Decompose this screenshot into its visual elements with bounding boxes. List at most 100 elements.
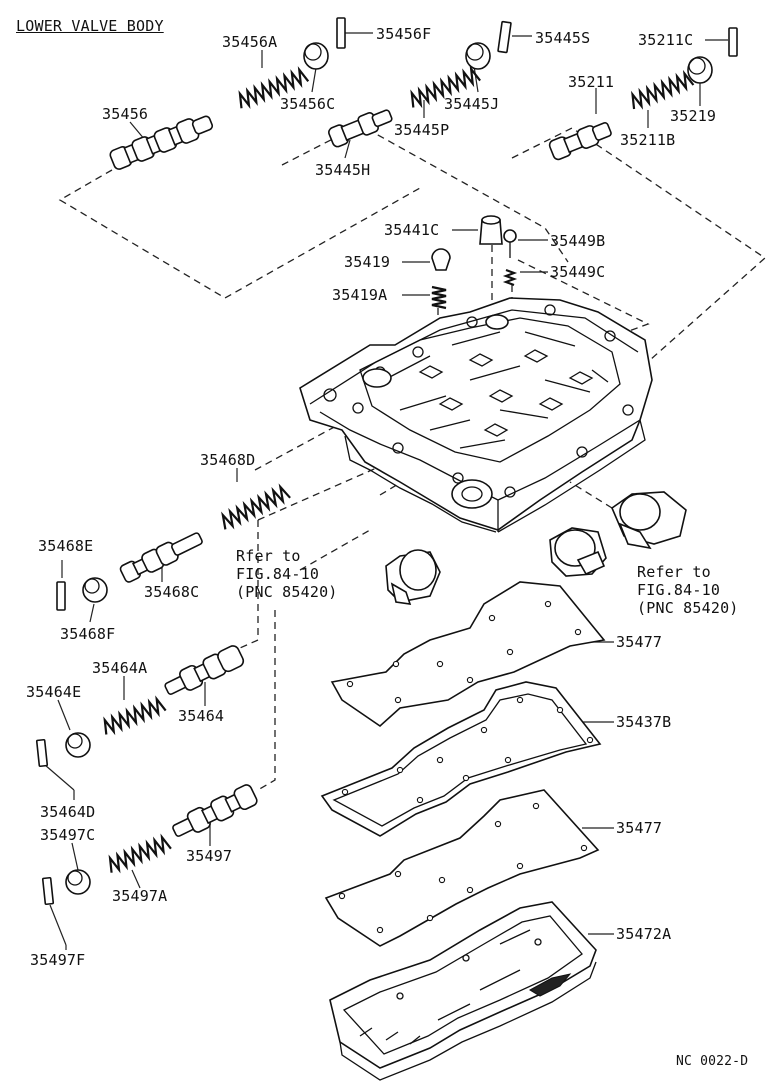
part-label-35468F: 35468F	[60, 625, 116, 643]
gasket-bolt-hole	[544, 600, 552, 608]
spring-35445P	[410, 65, 481, 109]
valve-35456	[109, 115, 214, 170]
gasket-bolt-hole	[394, 870, 402, 878]
solenoid-left	[385, 549, 441, 605]
valve-body-casting	[299, 297, 653, 533]
part-label-35456A: 35456A	[222, 33, 278, 51]
valve-35464	[164, 645, 245, 695]
spring-35497A	[108, 833, 172, 874]
spring-35468D	[221, 483, 291, 530]
gasket-bolt-hole	[516, 696, 524, 704]
gasket-bolt-hole	[494, 820, 502, 828]
part-label-35211B: 35211B	[620, 131, 676, 149]
gasket-bolt-hole	[426, 914, 434, 922]
pin-35445S	[497, 20, 512, 54]
gasket-bolt-hole	[480, 726, 488, 734]
part-label-35445J: 35445J	[444, 95, 500, 113]
part-label-35468C: 35468C	[144, 583, 200, 601]
solenoid-right	[611, 491, 687, 550]
valve-35211	[548, 122, 612, 161]
plug-35456C	[303, 42, 329, 70]
gasket-bolt-hole	[394, 696, 402, 704]
plate-35437B	[320, 681, 602, 837]
gasket-bolt-hole	[556, 706, 564, 714]
plug-35219	[687, 56, 713, 84]
part-label-35477-upper: 35477	[616, 633, 663, 651]
part-label-35468E: 35468E	[38, 537, 94, 555]
gasket-bolt-hole	[466, 886, 474, 894]
refer-right-line-1: Refer to	[637, 563, 711, 581]
part-label-35497: 35497	[186, 847, 233, 865]
valve-35445H	[328, 109, 393, 148]
top-parts	[109, 17, 738, 310]
gasket-bolt-hole	[392, 660, 400, 668]
part-label-35437B: 35437B	[616, 713, 672, 731]
part-label-35497A: 35497A	[112, 887, 168, 905]
spring-35464A	[103, 695, 167, 736]
part-label-35468D: 35468D	[200, 451, 256, 469]
part-label-35445P: 35445P	[394, 121, 450, 139]
part-label-35419: 35419	[344, 253, 391, 271]
pin-35468E	[56, 581, 66, 611]
part-label-35449C: 35449C	[550, 263, 606, 281]
gasket-bolt-hole	[438, 876, 446, 884]
gasket-bolt-hole	[574, 628, 582, 636]
part-label-35419A: 35419A	[332, 286, 388, 304]
leader-lines	[44, 32, 728, 950]
part-label-35464A: 35464A	[92, 659, 148, 677]
gasket-bolt-hole	[346, 680, 354, 688]
gasket-35477-upper	[330, 581, 606, 728]
part-label-35472A: 35472A	[616, 925, 672, 943]
gasket-bolt-hole	[416, 796, 424, 804]
cover-35472A	[329, 901, 597, 1081]
gaskets-and-plates	[320, 581, 606, 1081]
part-label-35464D: 35464D	[40, 803, 96, 821]
valve-35468C	[119, 532, 203, 583]
part-label-35477-lower: 35477	[616, 819, 663, 837]
solenoid-middle	[549, 527, 607, 577]
diagram-footer-code: NC 0022-D	[676, 1054, 749, 1069]
gasket-bolt-hole	[504, 756, 512, 764]
part-label-35211: 35211	[568, 73, 615, 91]
solenoids	[385, 491, 687, 605]
part-label-35456: 35456	[102, 105, 149, 123]
spring-35449C	[502, 268, 518, 287]
refer-left-line-2: FIG.84-10	[236, 565, 320, 583]
part-label-35497C: 35497C	[40, 826, 96, 844]
pin-35211C	[728, 27, 738, 57]
part-label-35219: 35219	[670, 107, 717, 125]
gasket-bolt-hole	[376, 926, 384, 934]
left-parts	[35, 483, 291, 906]
part-label-35497F: 35497F	[30, 951, 86, 969]
part-label-35449B: 35449B	[550, 232, 606, 250]
part-label-35211C: 35211C	[638, 31, 694, 49]
gasket-bolt-hole	[580, 844, 588, 852]
plug-35445J	[465, 42, 491, 70]
gasket-bolt-hole	[488, 614, 496, 622]
gasket-holes	[338, 600, 594, 934]
refer-right-line-2: FIG.84-10	[637, 581, 721, 599]
check-ball-35449B	[503, 229, 517, 243]
refer-right-line-3: (PNC 85420)	[637, 599, 739, 617]
spring-35419A	[431, 285, 447, 310]
plug-35468F	[82, 577, 108, 603]
part-label-35441C: 35441C	[384, 221, 440, 239]
spring-35456A	[238, 66, 310, 109]
diagram-title: LOWER VALVE BODY	[16, 17, 164, 35]
gasket-bolt-hole	[436, 756, 444, 764]
part-label-35456C: 35456C	[280, 95, 336, 113]
gasket-bolt-hole	[516, 862, 524, 870]
gasket-bolt-hole	[466, 676, 474, 684]
part-label-35464E: 35464E	[26, 683, 82, 701]
plug-35497C	[65, 869, 91, 895]
gasket-35477-lower	[324, 789, 600, 947]
gasket-bolt-hole	[506, 648, 514, 656]
pin-35464D	[35, 738, 49, 768]
gasket-bolt-hole	[532, 802, 540, 810]
part-label-35445S: 35445S	[535, 29, 591, 47]
part-label-35464: 35464	[178, 707, 225, 725]
part-label-35445H: 35445H	[315, 161, 371, 179]
pin-35456F	[336, 17, 346, 49]
part-label-35456F: 35456F	[376, 25, 432, 43]
